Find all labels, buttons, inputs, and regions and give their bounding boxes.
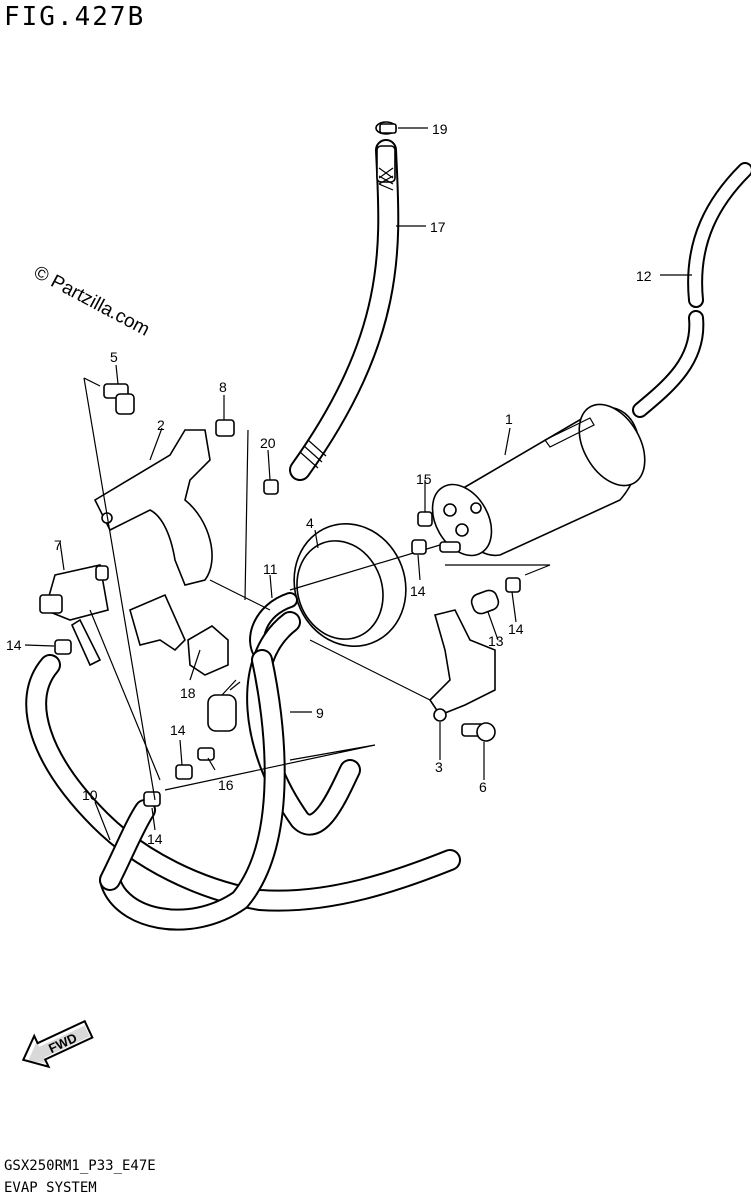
joint[interactable] — [197, 679, 241, 761]
bracket-front[interactable] — [93, 429, 213, 652]
callout-14-c: 14 — [147, 831, 163, 847]
callout-6: 6 — [479, 779, 487, 795]
canister[interactable] — [420, 393, 658, 566]
callout-1: 1 — [505, 411, 513, 427]
figure-title: FIG.427B — [4, 2, 146, 32]
cushion[interactable] — [187, 625, 229, 676]
callout-7: 7 — [54, 537, 62, 553]
purge-valve[interactable] — [39, 564, 109, 667]
fwd-arrow: FWD — [21, 1019, 94, 1069]
callout-19: 19 — [432, 121, 448, 137]
leader-lines — [24, 127, 692, 841]
bolt-upper[interactable] — [103, 383, 135, 415]
bracket-rear[interactable] — [428, 609, 496, 722]
callout-20: 20 — [260, 435, 276, 451]
callout-16: 16 — [218, 777, 234, 793]
bolt-lower[interactable] — [461, 722, 496, 742]
callout-14-e: 14 — [508, 621, 524, 637]
clamp-14-c[interactable] — [143, 791, 161, 807]
clamp-14-a[interactable] — [54, 639, 72, 655]
callout-17: 17 — [430, 219, 446, 235]
callout-9: 9 — [316, 705, 324, 721]
nut[interactable] — [215, 419, 235, 437]
callout-14-d: 14 — [410, 583, 426, 599]
clamp-20[interactable] — [263, 479, 279, 495]
cushion-ring[interactable] — [277, 508, 441, 662]
clamp-14-b[interactable] — [175, 764, 193, 780]
callout-2: 2 — [157, 417, 165, 433]
callout-14-b: 14 — [170, 722, 186, 738]
clamp-14-e[interactable] — [505, 577, 521, 593]
hose-10[interactable] — [25, 649, 461, 931]
clamp-15[interactable] — [417, 511, 433, 527]
callout-8: 8 — [219, 379, 227, 395]
callout-4: 4 — [306, 515, 314, 531]
hose-12[interactable] — [632, 162, 751, 418]
clamp-19[interactable] — [375, 121, 397, 135]
callout-12: 12 — [636, 268, 652, 284]
callout-15: 15 — [416, 471, 432, 487]
callout-labels: 1 2 3 4 5 6 7 8 9 10 11 12 13 14 14 14 1… — [6, 121, 652, 847]
callout-5: 5 — [110, 349, 118, 365]
footer-section-title: EVAP SYSTEM — [4, 1180, 97, 1196]
clamp-14-d[interactable] — [411, 539, 427, 555]
hose-17[interactable] — [289, 139, 400, 481]
cap[interactable] — [469, 588, 500, 616]
callout-10: 10 — [82, 787, 98, 803]
callout-13: 13 — [488, 633, 504, 649]
callout-11: 11 — [263, 561, 278, 577]
callout-14-a: 14 — [6, 637, 22, 653]
callout-3: 3 — [435, 759, 443, 775]
callout-18: 18 — [180, 685, 196, 701]
footer-model-code: GSX250RM1_P33_E47E — [4, 1158, 156, 1174]
